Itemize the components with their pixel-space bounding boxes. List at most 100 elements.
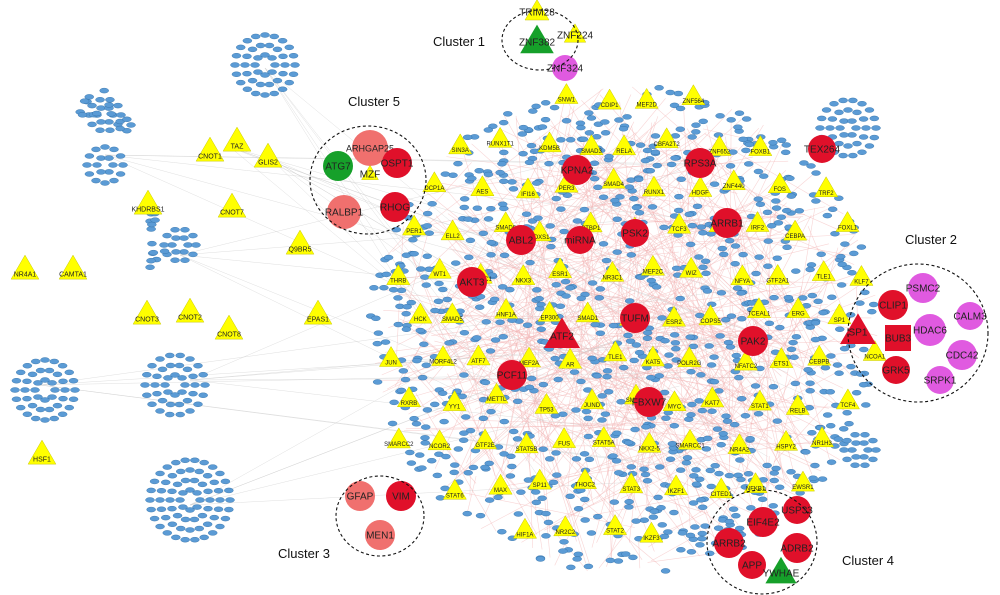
tf-node: NR2C2 [553,515,578,537]
tf-node: IRF2 [745,211,770,232]
hub-label: FBXW7 [632,398,667,409]
gene-node [713,525,724,531]
gene-node [730,243,741,249]
tf-label: WT1 [433,272,446,278]
tf-node: ELL2 [440,219,465,241]
gene-node [198,372,208,378]
gene-node [648,514,659,520]
edge [582,185,769,331]
gene-node [768,384,779,390]
gene-node [861,125,871,131]
hub-node: ARRB1 [710,208,744,238]
gene-node [709,378,720,385]
gene-node [868,437,878,444]
gene-node [264,42,275,49]
gene-node [581,408,592,415]
gene-node [634,349,645,356]
gene-node [104,155,114,161]
gene-node [380,339,391,345]
gene-node [172,481,183,488]
gene-node [550,355,560,362]
gene-node [594,295,604,301]
gene-node [104,119,114,125]
gene-node [762,209,773,216]
gene-node [182,366,193,373]
tf-node: KLF7 [849,264,874,286]
gene-node [624,184,635,190]
gene-node [486,239,496,246]
gene-node [149,478,160,485]
gene-node [569,369,580,375]
gene-node [806,262,817,268]
gene-node [786,469,796,475]
gene-node [801,449,811,455]
gene-node [785,175,795,181]
edge [453,232,538,386]
cluster-label: Cluster 3 [278,546,330,561]
gene-node [87,102,97,109]
hub-label: HDAC6 [913,326,947,337]
gene-node [611,458,622,464]
gene-node [741,116,752,122]
gene-node [629,357,639,364]
hub-label: TRIM28 [519,8,555,19]
gene-node [142,392,152,398]
gene-node [242,38,253,44]
edge [104,154,737,438]
gene-node [571,407,581,413]
gene-node [57,411,68,417]
edge [469,432,472,497]
gene-node [499,252,510,259]
edge [650,209,788,480]
hub-label: GFAP [347,492,374,503]
hub-label: TUFM [621,314,649,325]
edge [466,121,635,464]
gene-node [810,336,821,343]
gene-node [509,428,519,435]
gene-node [602,368,613,374]
gene-node [744,161,754,167]
tf-node: POLR2G [677,346,702,368]
gene-node [270,62,280,68]
tf-label: TRF2 [819,191,835,197]
gene-node [167,488,177,495]
gene-node [208,464,218,470]
tf-label: YY1 [449,405,461,411]
hub-label: OSPT1 [381,159,414,170]
tf-node: NR3C1 [600,260,625,282]
gene-node [688,500,699,506]
tf-label: MYC [668,405,682,411]
tf-node: HIF1A [512,517,537,539]
gene-node [188,373,198,380]
gene-node [156,488,167,494]
gene-node [721,317,731,323]
tf-label: ZNF440 [723,184,745,190]
tf-node: SMAD5 [440,302,465,324]
gene-node [676,176,686,182]
gene-node [251,33,261,40]
tf-label: STAT2 [606,529,624,535]
gene-node [860,289,870,296]
gene-node [641,424,651,430]
gene-node [697,536,707,542]
edge [487,202,787,495]
gene-node [660,568,671,574]
gene-node [170,372,180,378]
tf-node: FOXL1 [835,211,860,232]
gene-node [690,524,700,530]
gene-node [461,414,471,420]
gene-node [556,137,566,143]
gene-node [634,176,644,183]
edge [720,163,822,364]
gene-node [694,254,704,260]
gene-node [31,358,41,365]
gene-node [393,295,403,301]
tf-label: NR1H3 [812,441,832,447]
gene-node [79,98,90,104]
hub-node: SP1 [840,313,876,344]
tf-label: TLE1 [608,355,623,361]
gene-node [639,517,649,523]
tf-node-left: CNOT3 [132,299,162,325]
gene-node [782,207,792,214]
cluster-5: Cluster 5 [309,94,427,235]
